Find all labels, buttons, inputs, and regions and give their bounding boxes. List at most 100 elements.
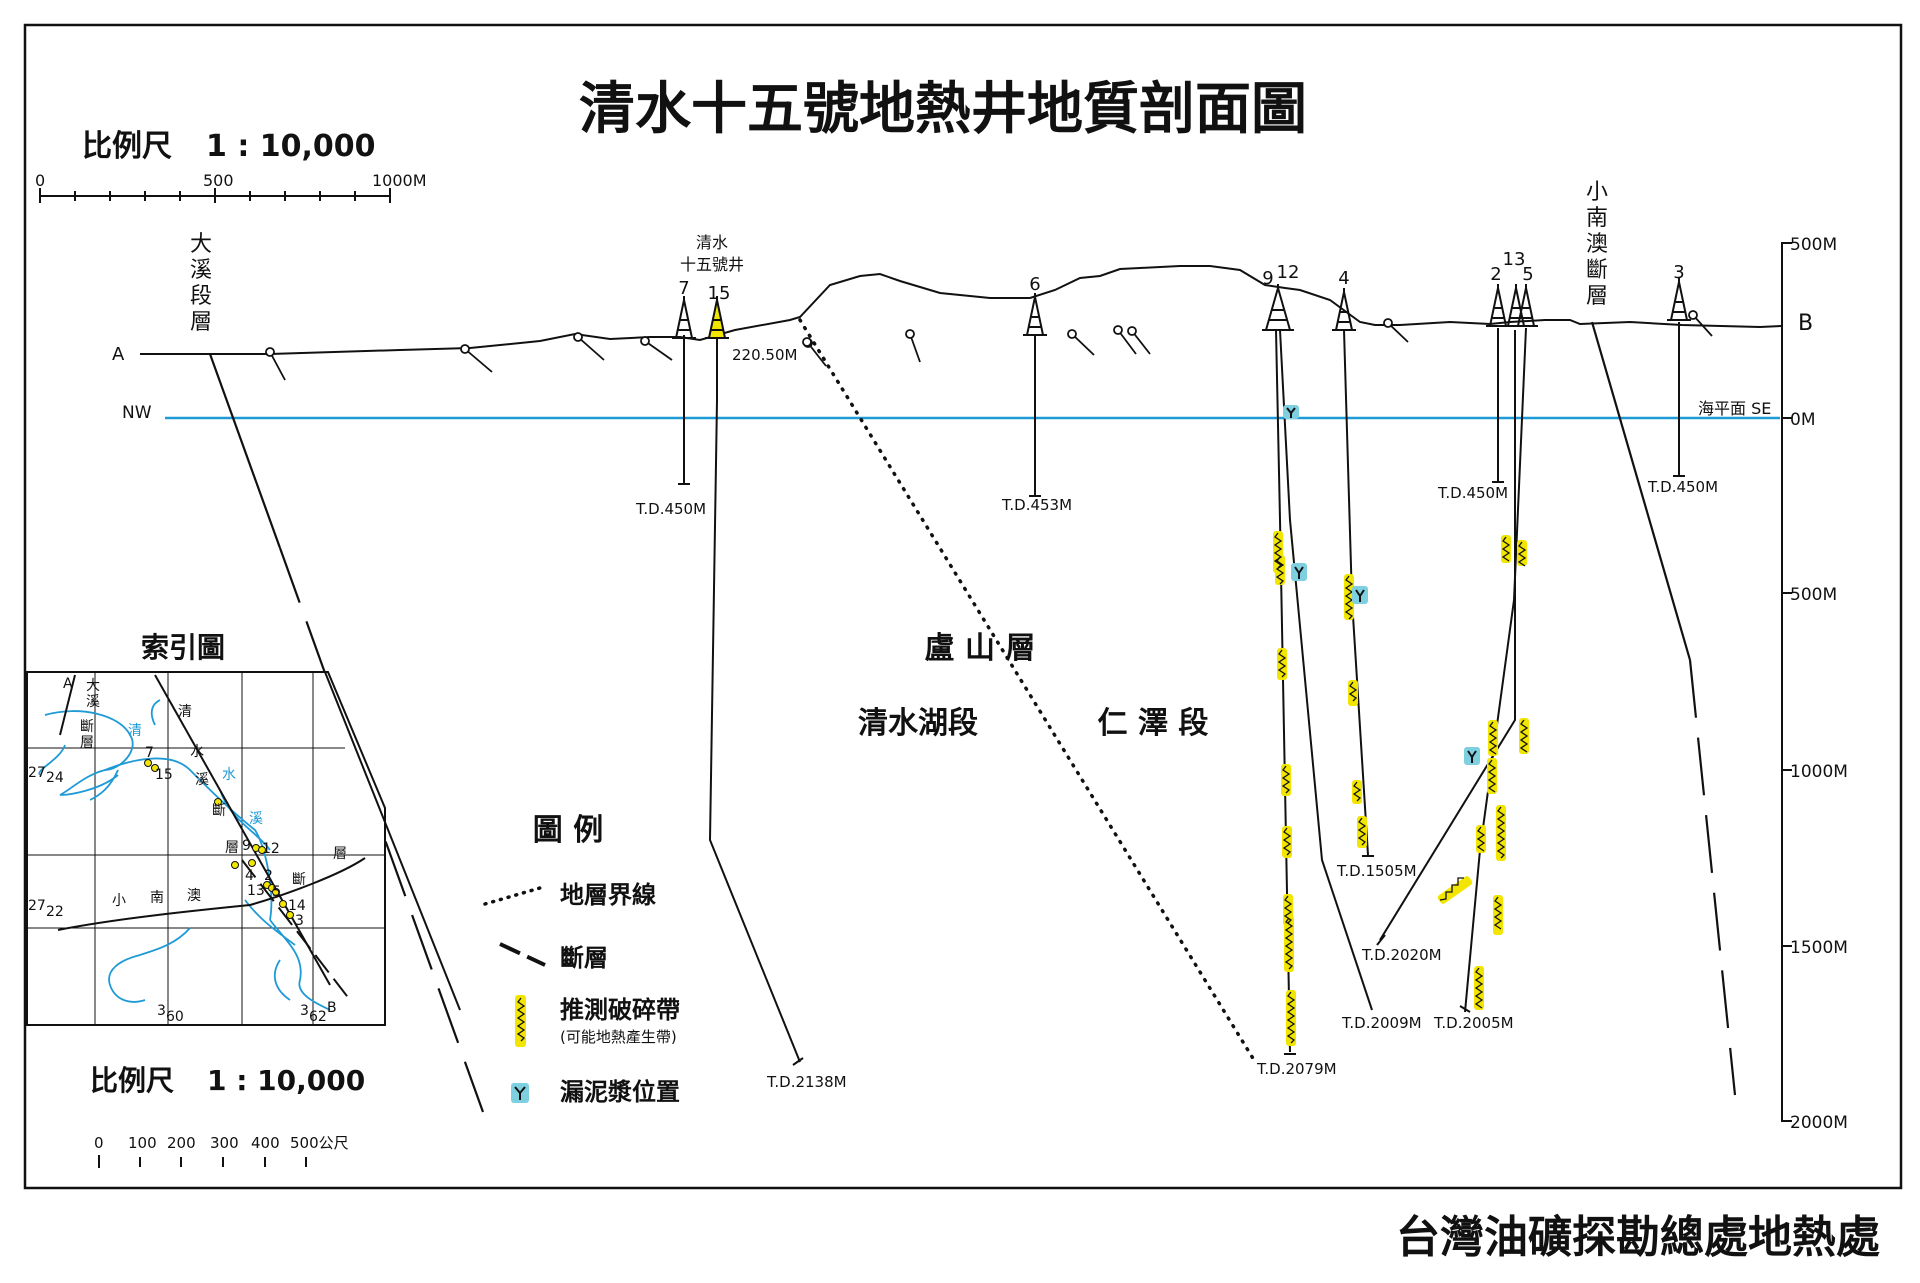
- derrick-15: [705, 296, 729, 339]
- svg-text:4: 4: [1338, 268, 1349, 289]
- svg-text:27: 27: [28, 765, 46, 781]
- td-labels: T.D.450M T.D.2138M T.D.453M T.D.2079M T.…: [635, 478, 1718, 1091]
- legend-fracture: 推測破碎帶: [560, 996, 680, 1024]
- svg-text:T.D.2009M: T.D.2009M: [1341, 1014, 1422, 1032]
- sea-level-label: 海平面 SE: [1698, 399, 1771, 418]
- svg-text:2: 2: [1490, 264, 1501, 285]
- svg-text:100: 100: [128, 1134, 157, 1152]
- derrick-4: [1332, 288, 1356, 331]
- svg-text:大: 大: [86, 678, 100, 694]
- index-map-scale-label: 比例尺: [90, 1064, 174, 1097]
- well15-label-2: 十五號井: [680, 255, 744, 274]
- svg-text:溪: 溪: [86, 694, 100, 710]
- derricks: [672, 278, 1691, 339]
- svg-text:3: 3: [157, 1003, 166, 1019]
- derrick-3: [1667, 278, 1691, 321]
- depth-label-1000: 1000M: [1790, 762, 1848, 782]
- legend: 圖 例 地層界線 斷層 推測破碎帶 (可能地熱產生帶) 漏泥漿位置: [483, 813, 680, 1106]
- well15-label-1: 清水: [696, 233, 728, 252]
- svg-text:24: 24: [46, 770, 64, 786]
- svg-text:T.D.2079M: T.D.2079M: [1256, 1060, 1337, 1078]
- svg-text:溪: 溪: [249, 811, 263, 827]
- legend-fracture-note: (可能地熱產生帶): [560, 1028, 677, 1046]
- svg-text:水: 水: [190, 744, 204, 760]
- formation-name: 盧 山 層: [925, 631, 1036, 666]
- svg-text:斷: 斷: [212, 803, 226, 819]
- elevation-label: 220.50M: [732, 346, 797, 364]
- ground-surface: [140, 265, 1783, 355]
- svg-text:12: 12: [1277, 262, 1300, 283]
- svg-text:9: 9: [242, 838, 251, 854]
- legend-title: 圖 例: [533, 813, 603, 848]
- svg-text:400: 400: [251, 1134, 280, 1152]
- svg-text:15: 15: [155, 767, 173, 783]
- svg-text:27: 27: [28, 898, 46, 914]
- daxi-fault-label: 大溪段層: [190, 232, 212, 335]
- svg-text:5: 5: [1522, 264, 1533, 285]
- legend-boundary: 地層界線: [560, 881, 656, 909]
- svg-text:3: 3: [1673, 262, 1684, 283]
- svg-text:B: B: [327, 1000, 337, 1016]
- derrick-2: [1486, 284, 1510, 327]
- svg-text:T.D.1505M: T.D.1505M: [1336, 862, 1417, 880]
- legend-mud-loss: 漏泥漿位置: [560, 1078, 680, 1106]
- svg-text:13: 13: [247, 883, 265, 899]
- figure-frame: [23, 23, 1903, 1190]
- svg-text:200: 200: [167, 1134, 196, 1152]
- svg-text:T.D.453M: T.D.453M: [1001, 496, 1072, 514]
- svg-text:300: 300: [210, 1134, 239, 1152]
- svg-text:9: 9: [1262, 268, 1273, 289]
- svg-text:清: 清: [128, 723, 142, 739]
- svg-text:62: 62: [309, 1009, 327, 1025]
- svg-text:60: 60: [166, 1009, 184, 1025]
- depth-axis: 500M 0M 500M 1000M 1500M 2000M: [1781, 235, 1848, 1133]
- index-map-wells: 7 15 9 12 4 2 13 5 14 3: [145, 745, 306, 929]
- svg-text:層: 層: [80, 735, 94, 751]
- derrick-6: [1023, 293, 1047, 336]
- well-numbers: 7 15 6 9 12 4 2 13 5 3: [678, 249, 1684, 304]
- derrick-7: [672, 296, 696, 339]
- svg-text:清: 清: [178, 704, 192, 720]
- svg-text:T.D.2005M: T.D.2005M: [1433, 1014, 1514, 1032]
- svg-text:500公尺: 500公尺: [290, 1134, 349, 1152]
- figure-title: 清水十五號地熱井地質剖面圖: [579, 77, 1307, 142]
- index-map: 索引圖: [26, 631, 461, 1168]
- scale-label: 比例尺: [82, 129, 172, 164]
- svg-text:3: 3: [295, 913, 304, 929]
- svg-text:T.D.450M: T.D.450M: [1437, 484, 1508, 502]
- svg-text:T.D.2020M: T.D.2020M: [1361, 946, 1442, 964]
- svg-text:層: 層: [333, 846, 347, 862]
- svg-text:T.D.2138M: T.D.2138M: [766, 1073, 847, 1091]
- formation-boundary: [798, 318, 1256, 1062]
- svg-text:小: 小: [112, 893, 126, 909]
- index-map-scale-ratio: 1 : 10,000: [207, 1064, 365, 1097]
- section-end-a: A: [112, 344, 125, 365]
- svg-text:22: 22: [46, 904, 64, 920]
- derrick-5: [1504, 284, 1538, 327]
- mud-loss-markers: [1283, 405, 1480, 765]
- scale-tick-500: 500: [203, 171, 234, 190]
- svg-text:4: 4: [245, 868, 254, 884]
- svg-text:T.D.450M: T.D.450M: [1647, 478, 1718, 496]
- svg-text:6: 6: [1029, 274, 1040, 295]
- index-map-title: 索引圖: [141, 631, 225, 664]
- svg-text:斷: 斷: [80, 719, 94, 735]
- scale-tick-0: 0: [35, 171, 45, 190]
- daxi-fault: [208, 353, 485, 1113]
- derrick-9-12: [1262, 284, 1294, 331]
- svg-text:2: 2: [264, 868, 273, 884]
- svg-text:15: 15: [708, 283, 731, 304]
- formation-member-2: 仁 澤 段: [1098, 706, 1209, 741]
- svg-text:7: 7: [678, 278, 689, 299]
- svg-text:層: 層: [225, 840, 239, 856]
- depth-label-500-above: 500M: [1790, 235, 1837, 255]
- scale-ratio: 1 : 10,000: [206, 129, 376, 164]
- svg-text:T.D.450M: T.D.450M: [635, 500, 706, 518]
- depth-label-500: 500M: [1790, 585, 1837, 605]
- svg-text:水: 水: [222, 767, 236, 783]
- main-scale-bar: 比例尺 1 : 10,000 0 500 1000M: [35, 129, 427, 203]
- svg-text:溪: 溪: [195, 772, 209, 788]
- index-map-text: 大 溪 斷 層 清 水 溪 清 水 斷 層 溪 小 南 澳 斷 層 A B: [63, 676, 347, 1016]
- svg-text:13: 13: [1503, 249, 1526, 270]
